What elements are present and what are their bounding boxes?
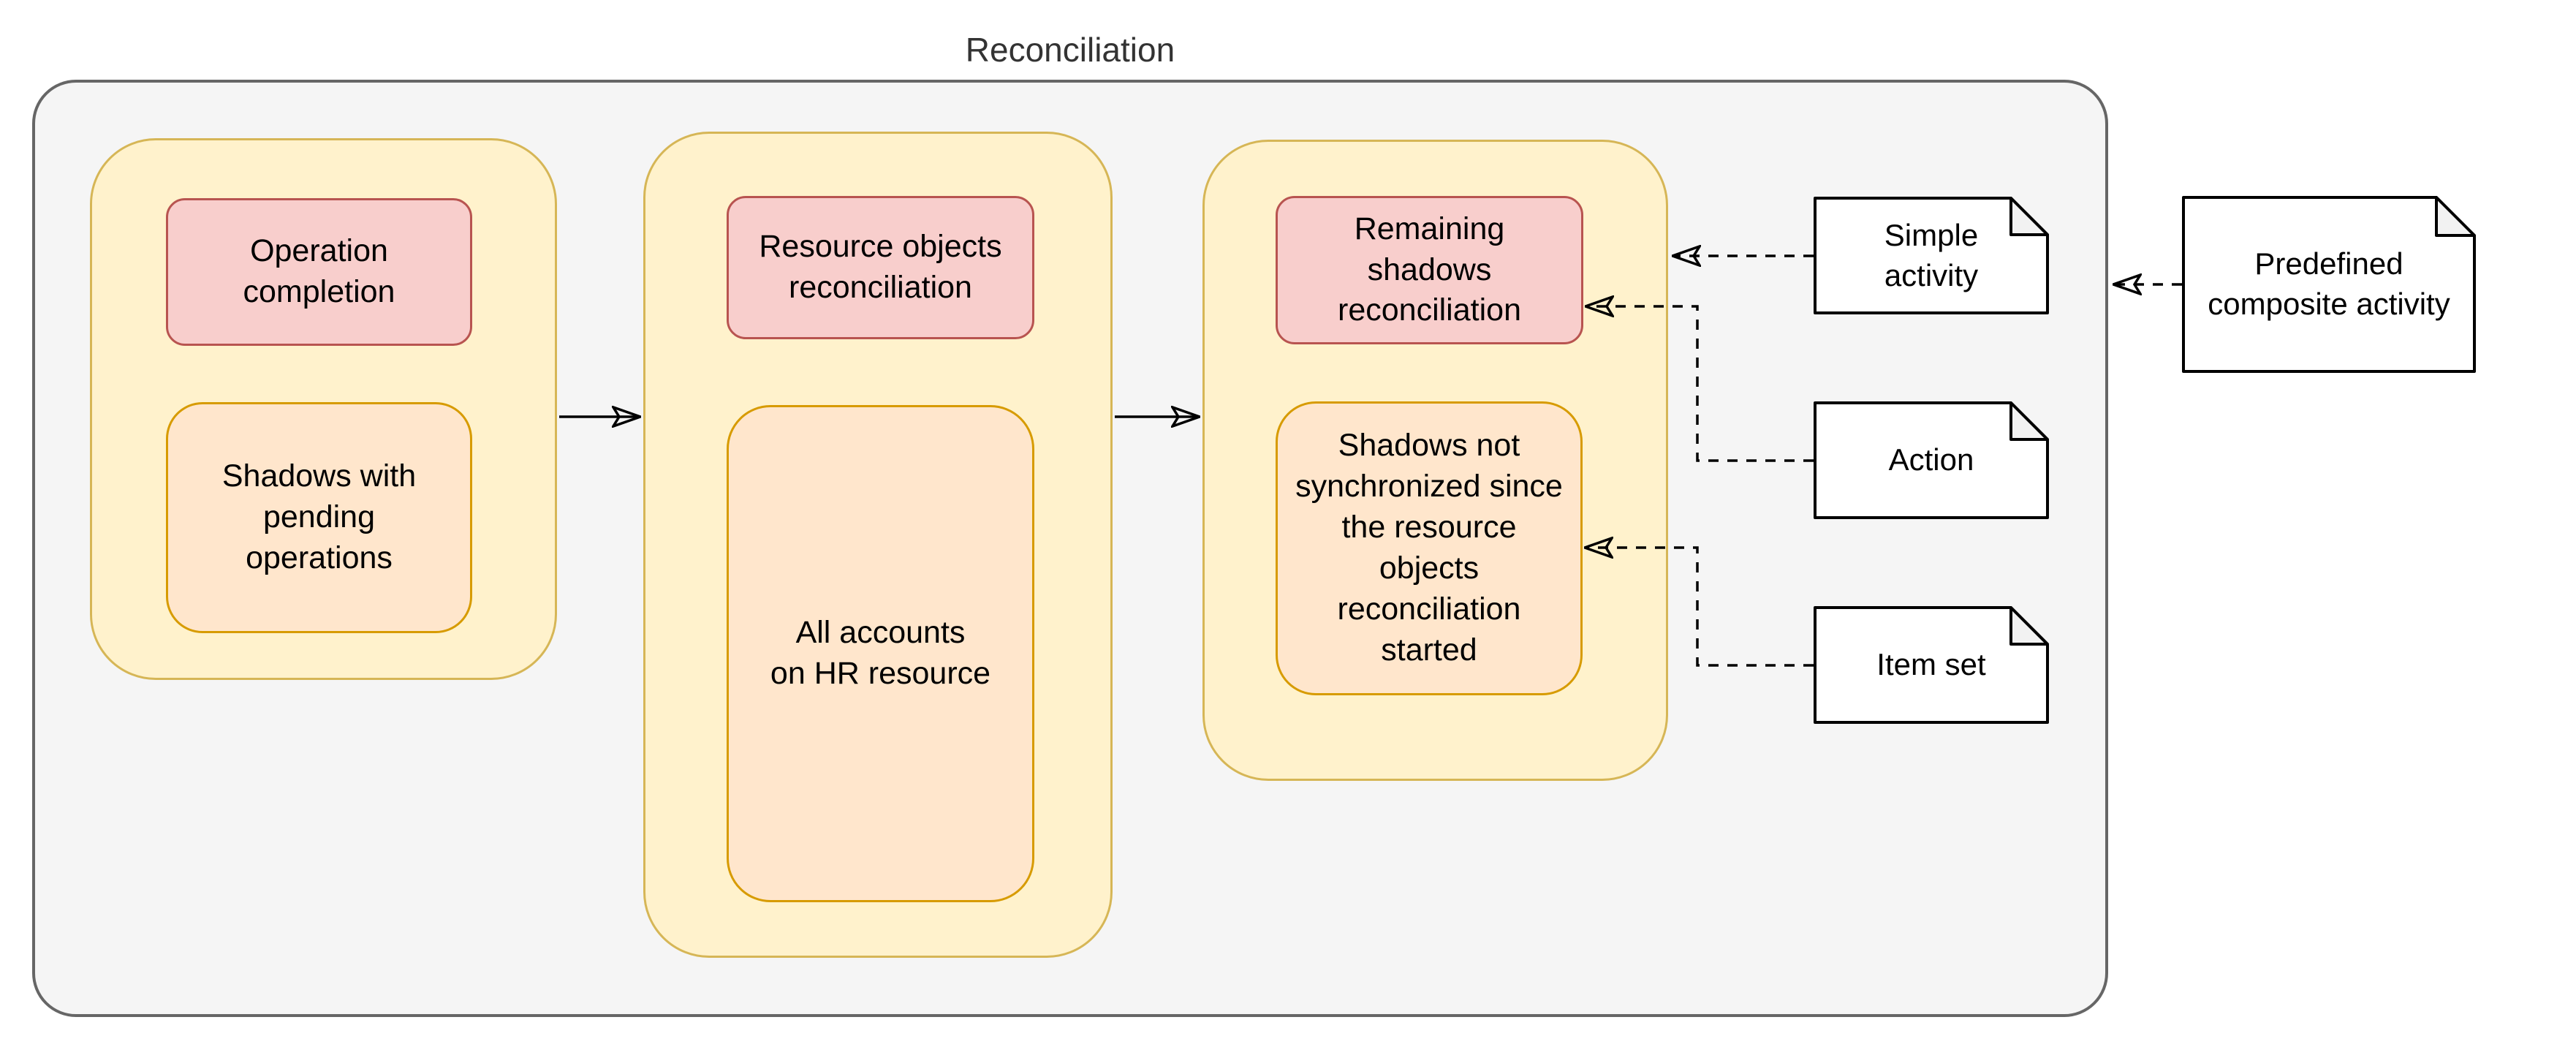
note-action: Action: [1814, 401, 2049, 519]
note-simple-activity: Simple activity: [1814, 197, 2049, 314]
diagram-title: Reconciliation: [965, 31, 1175, 69]
note-item-set: Item set: [1814, 606, 2049, 724]
itemset-label: Shadows with pending operations: [221, 458, 417, 575]
note-shape-icon: [1814, 197, 2049, 314]
activity-box-operation-completion: Operation completion: [166, 198, 472, 346]
itemset-label: Shadows not synchronized since the resou…: [1295, 428, 1563, 668]
stage-resource-objects: Resource objects reconciliation All acco…: [643, 132, 1113, 958]
note-label: Item set: [1876, 647, 1986, 682]
itemset-box-shadows-pending: Shadows with pending operations: [166, 402, 472, 633]
note-shape-icon: [1814, 401, 2049, 519]
note-label: Action: [1888, 442, 1974, 477]
activity-label: Remaining shadows reconciliation: [1338, 211, 1521, 328]
note-shape-icon: [2182, 196, 2476, 373]
note-shape-icon: [1814, 606, 2049, 724]
itemset-box-shadows-not-synchronized: Shadows not synchronized since the resou…: [1276, 401, 1583, 695]
stage-remaining-shadows: Remaining shadows reconciliation Shadows…: [1202, 140, 1668, 781]
stage-operation-completion: Operation completion Shadows with pendin…: [90, 138, 557, 680]
activity-box-remaining-shadows: Remaining shadows reconciliation: [1276, 196, 1583, 344]
activity-label: Operation completion: [243, 233, 395, 309]
activity-box-resource-objects: Resource objects reconciliation: [727, 196, 1034, 339]
note-label: Predefined composite activity: [2208, 246, 2450, 321]
note-label: Simple activity: [1884, 217, 1979, 292]
activity-label: Resource objects reconciliation: [759, 229, 1002, 305]
note-predefined-composite-activity: Predefined composite activity: [2182, 196, 2476, 373]
itemset-label: All accounts on HR resource: [770, 615, 991, 691]
itemset-box-all-accounts: All accounts on HR resource: [727, 405, 1034, 902]
